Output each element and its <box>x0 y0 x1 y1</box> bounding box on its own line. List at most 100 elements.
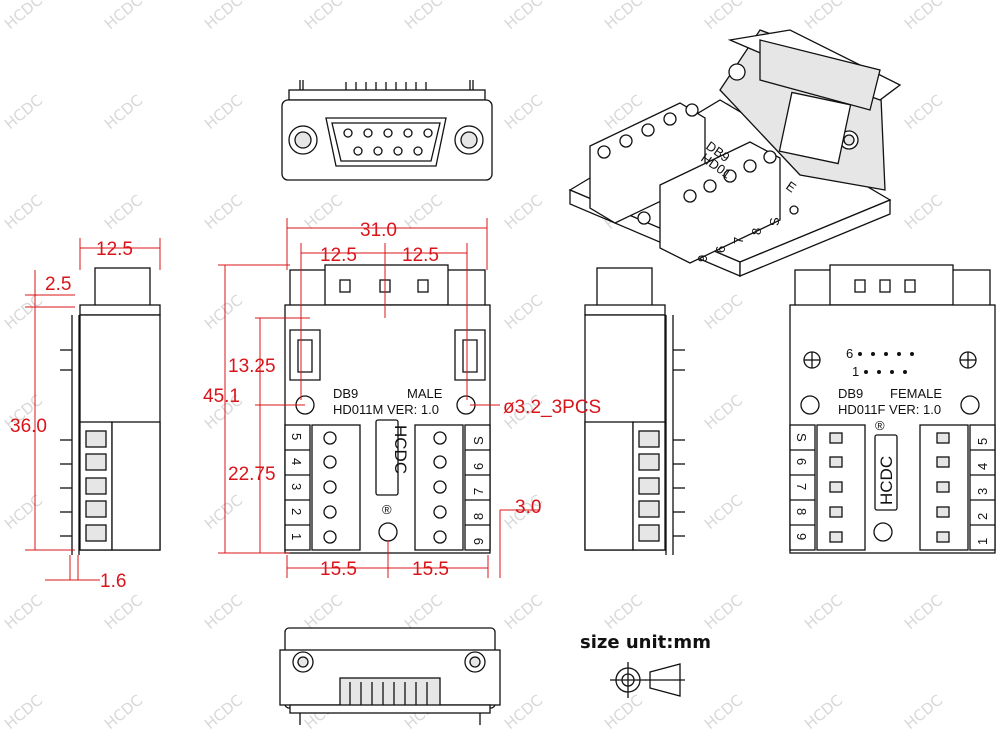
watermark-text: HCDC <box>501 291 546 333</box>
female-board-view: 6 1 DB9 FEMALE HD011F VER: 1.0 ® HCDC S … <box>789 264 996 554</box>
female-pin-left: 8 <box>794 508 809 515</box>
watermark-text: HCDC <box>801 591 846 633</box>
watermark-text: HCDC <box>201 91 246 133</box>
female-label-version: HD011F VER: 1.0 <box>838 402 941 417</box>
watermark-text: HCDC <box>201 691 246 733</box>
dim-bottom-right: 15.5 <box>412 559 449 580</box>
watermark-text: HCDC <box>901 591 946 633</box>
male-label-version: HD011M VER: 1.0 <box>333 402 439 417</box>
watermark-text: HCDC <box>101 691 146 733</box>
watermark-text: HCDC <box>601 691 646 733</box>
watermark-text: HCDC <box>501 0 546 33</box>
iso-pin-label: 7 <box>731 237 746 244</box>
dim-bottom-left: 15.5 <box>320 559 357 580</box>
left-side-view <box>60 267 161 555</box>
watermark-text: HCDC <box>101 91 146 133</box>
dim-side-height: 36.0 <box>10 416 47 437</box>
watermark-text: HCDC <box>501 691 546 733</box>
watermark-text: HCDC <box>901 91 946 133</box>
female-pin-left: 9 <box>794 533 809 540</box>
male-registered: ® <box>382 502 392 517</box>
dimension-lines: 31.0 12.5 12.5 12.5 2.5 36.0 1.6 45.1 13… <box>10 218 601 592</box>
iso-pin-label: 6 <box>713 246 728 253</box>
watermark-text: HCDC <box>101 591 146 633</box>
dim-flange-offset: 2.5 <box>45 274 71 295</box>
male-pin-right: S <box>471 436 486 445</box>
male-pin-left: 1 <box>289 533 304 540</box>
watermark-text: HCDC <box>201 591 246 633</box>
iso-pin-label: S <box>767 217 782 226</box>
female-brand: HCDC <box>877 456 896 505</box>
watermark-text: HCDC <box>201 0 246 33</box>
dim-half-width-left: 12.5 <box>320 245 357 266</box>
watermark-text: HCDC <box>501 91 546 133</box>
watermark-text: HCDC <box>501 591 546 633</box>
watermark-text: HCDC <box>1 91 46 133</box>
watermark-text: HCDC <box>801 691 846 733</box>
watermark-text: HCDC <box>701 691 746 733</box>
watermark-text: HCDC <box>1 0 46 33</box>
watermark-text: HCDC <box>201 191 246 233</box>
female-pin-right: 3 <box>975 488 990 495</box>
male-pin-right: 6 <box>471 463 486 470</box>
female-pin-label-1: 1 <box>852 364 859 379</box>
watermark-text: HCDC <box>701 291 746 333</box>
female-label-db9: DB9 <box>838 386 863 401</box>
size-unit-label: size unit:mm <box>580 632 711 653</box>
female-pin-right: 5 <box>975 438 990 445</box>
bottom-view <box>279 627 501 725</box>
watermark-text: HCDC <box>201 291 246 333</box>
male-pin-left: 3 <box>289 483 304 490</box>
dim-hole-to-bottom: 22.75 <box>228 464 276 485</box>
watermark-text: HCDC <box>601 0 646 33</box>
watermark-text: HCDC <box>301 591 346 633</box>
female-pin-left: 6 <box>794 458 809 465</box>
female-pin-right: 2 <box>975 513 990 520</box>
male-label-male: MALE <box>407 386 443 401</box>
dim-hole-callout: ø3.2_3PCS <box>503 397 601 418</box>
dim-half-width-right: 12.5 <box>402 245 439 266</box>
female-pin-left: 7 <box>794 483 809 490</box>
watermark-text: HCDC <box>401 191 446 233</box>
watermark-text: HCDC <box>801 0 846 33</box>
watermark-text: HCDC <box>101 191 146 233</box>
projection-symbol-icon <box>610 662 685 698</box>
male-brand: HCDC <box>391 425 410 474</box>
watermark-text: HCDC <box>901 691 946 733</box>
female-pin-right: 4 <box>975 463 990 470</box>
watermark-text: HCDC <box>901 0 946 33</box>
watermark-text: HCDC <box>701 391 746 433</box>
watermark-text: HCDC <box>301 191 346 233</box>
male-pin-right: 8 <box>471 513 486 520</box>
male-pin-left: 4 <box>289 458 304 465</box>
isometric-view: DB9 HD01 E 9 6 7 8 S <box>568 29 902 277</box>
watermark-text: HCDC <box>601 591 646 633</box>
female-registered: ® <box>875 418 885 433</box>
male-pin-right: 9 <box>471 538 486 545</box>
watermark-text: HCDC <box>1 691 46 733</box>
male-board-view: DB9 MALE HD011M VER: 1.0 HCDC ® 5 4 3 2 … <box>284 264 491 554</box>
male-pin-right: 7 <box>471 488 486 495</box>
watermark-text: HCDC <box>301 0 346 33</box>
top-view <box>281 80 493 181</box>
iso-pin-label: 9 <box>695 255 710 262</box>
watermark-text: HCDC <box>701 491 746 533</box>
dim-overall-height: 45.1 <box>203 386 240 407</box>
watermark-text: HCDC <box>401 591 446 633</box>
dim-hole-to-top: 13.25 <box>228 356 276 377</box>
watermark-text: HCDC <box>1 291 46 333</box>
male-pin-left: 5 <box>289 433 304 440</box>
female-pin-left: S <box>794 433 809 442</box>
female-pin-label-6: 6 <box>846 346 853 361</box>
dim-overall-width: 31.0 <box>360 220 397 241</box>
right-side-view <box>584 267 685 555</box>
dim-side-width: 12.5 <box>96 239 133 260</box>
watermark-text: HCDC <box>201 491 246 533</box>
watermark-text: HCDC <box>501 191 546 233</box>
watermark-text: HCDC <box>101 0 146 33</box>
iso-pin-label: 8 <box>749 228 764 235</box>
watermark-text: HCDC <box>701 591 746 633</box>
watermark-text: HCDC <box>701 0 746 33</box>
watermark-text: HCDC <box>1 191 46 233</box>
